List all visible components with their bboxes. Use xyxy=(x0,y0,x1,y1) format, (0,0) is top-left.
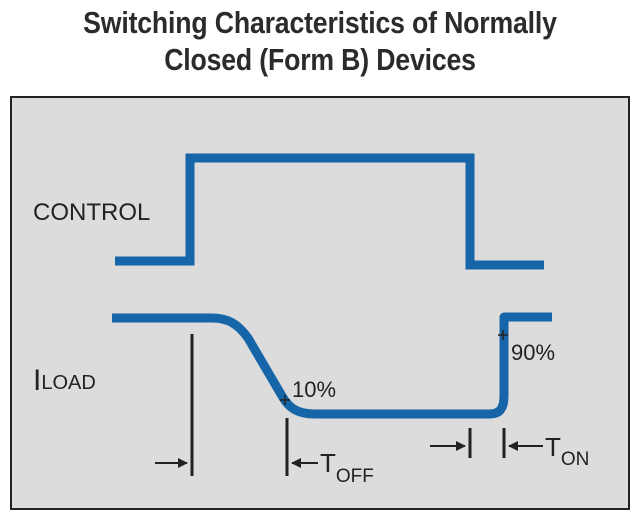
pct10-label: 10% xyxy=(292,377,336,402)
toff-main: T xyxy=(320,448,336,478)
ton-main: T xyxy=(545,432,561,462)
load-current-waveform xyxy=(112,312,552,419)
toff-label: TOFF xyxy=(320,448,374,487)
iload-sub: LOAD xyxy=(41,372,95,394)
pct10-marker xyxy=(280,395,290,405)
toff-sub: OFF xyxy=(336,466,374,487)
iload-main: I xyxy=(33,364,41,397)
title-line-1: Switching Characteristics of Normally xyxy=(83,5,557,40)
title-line-2: Closed (Form B) Devices xyxy=(164,42,476,77)
iload-label: ILOAD xyxy=(33,364,96,397)
diagram-panel xyxy=(10,96,630,510)
pct90-marker xyxy=(498,330,508,340)
ton-label: TON xyxy=(545,432,589,470)
control-waveform xyxy=(115,153,544,270)
control-label: CONTROL xyxy=(33,199,150,226)
page-title: Switching Characteristics of Normally Cl… xyxy=(45,4,595,78)
ton-sub: ON xyxy=(561,449,590,470)
pct90-label: 90% xyxy=(511,340,555,365)
